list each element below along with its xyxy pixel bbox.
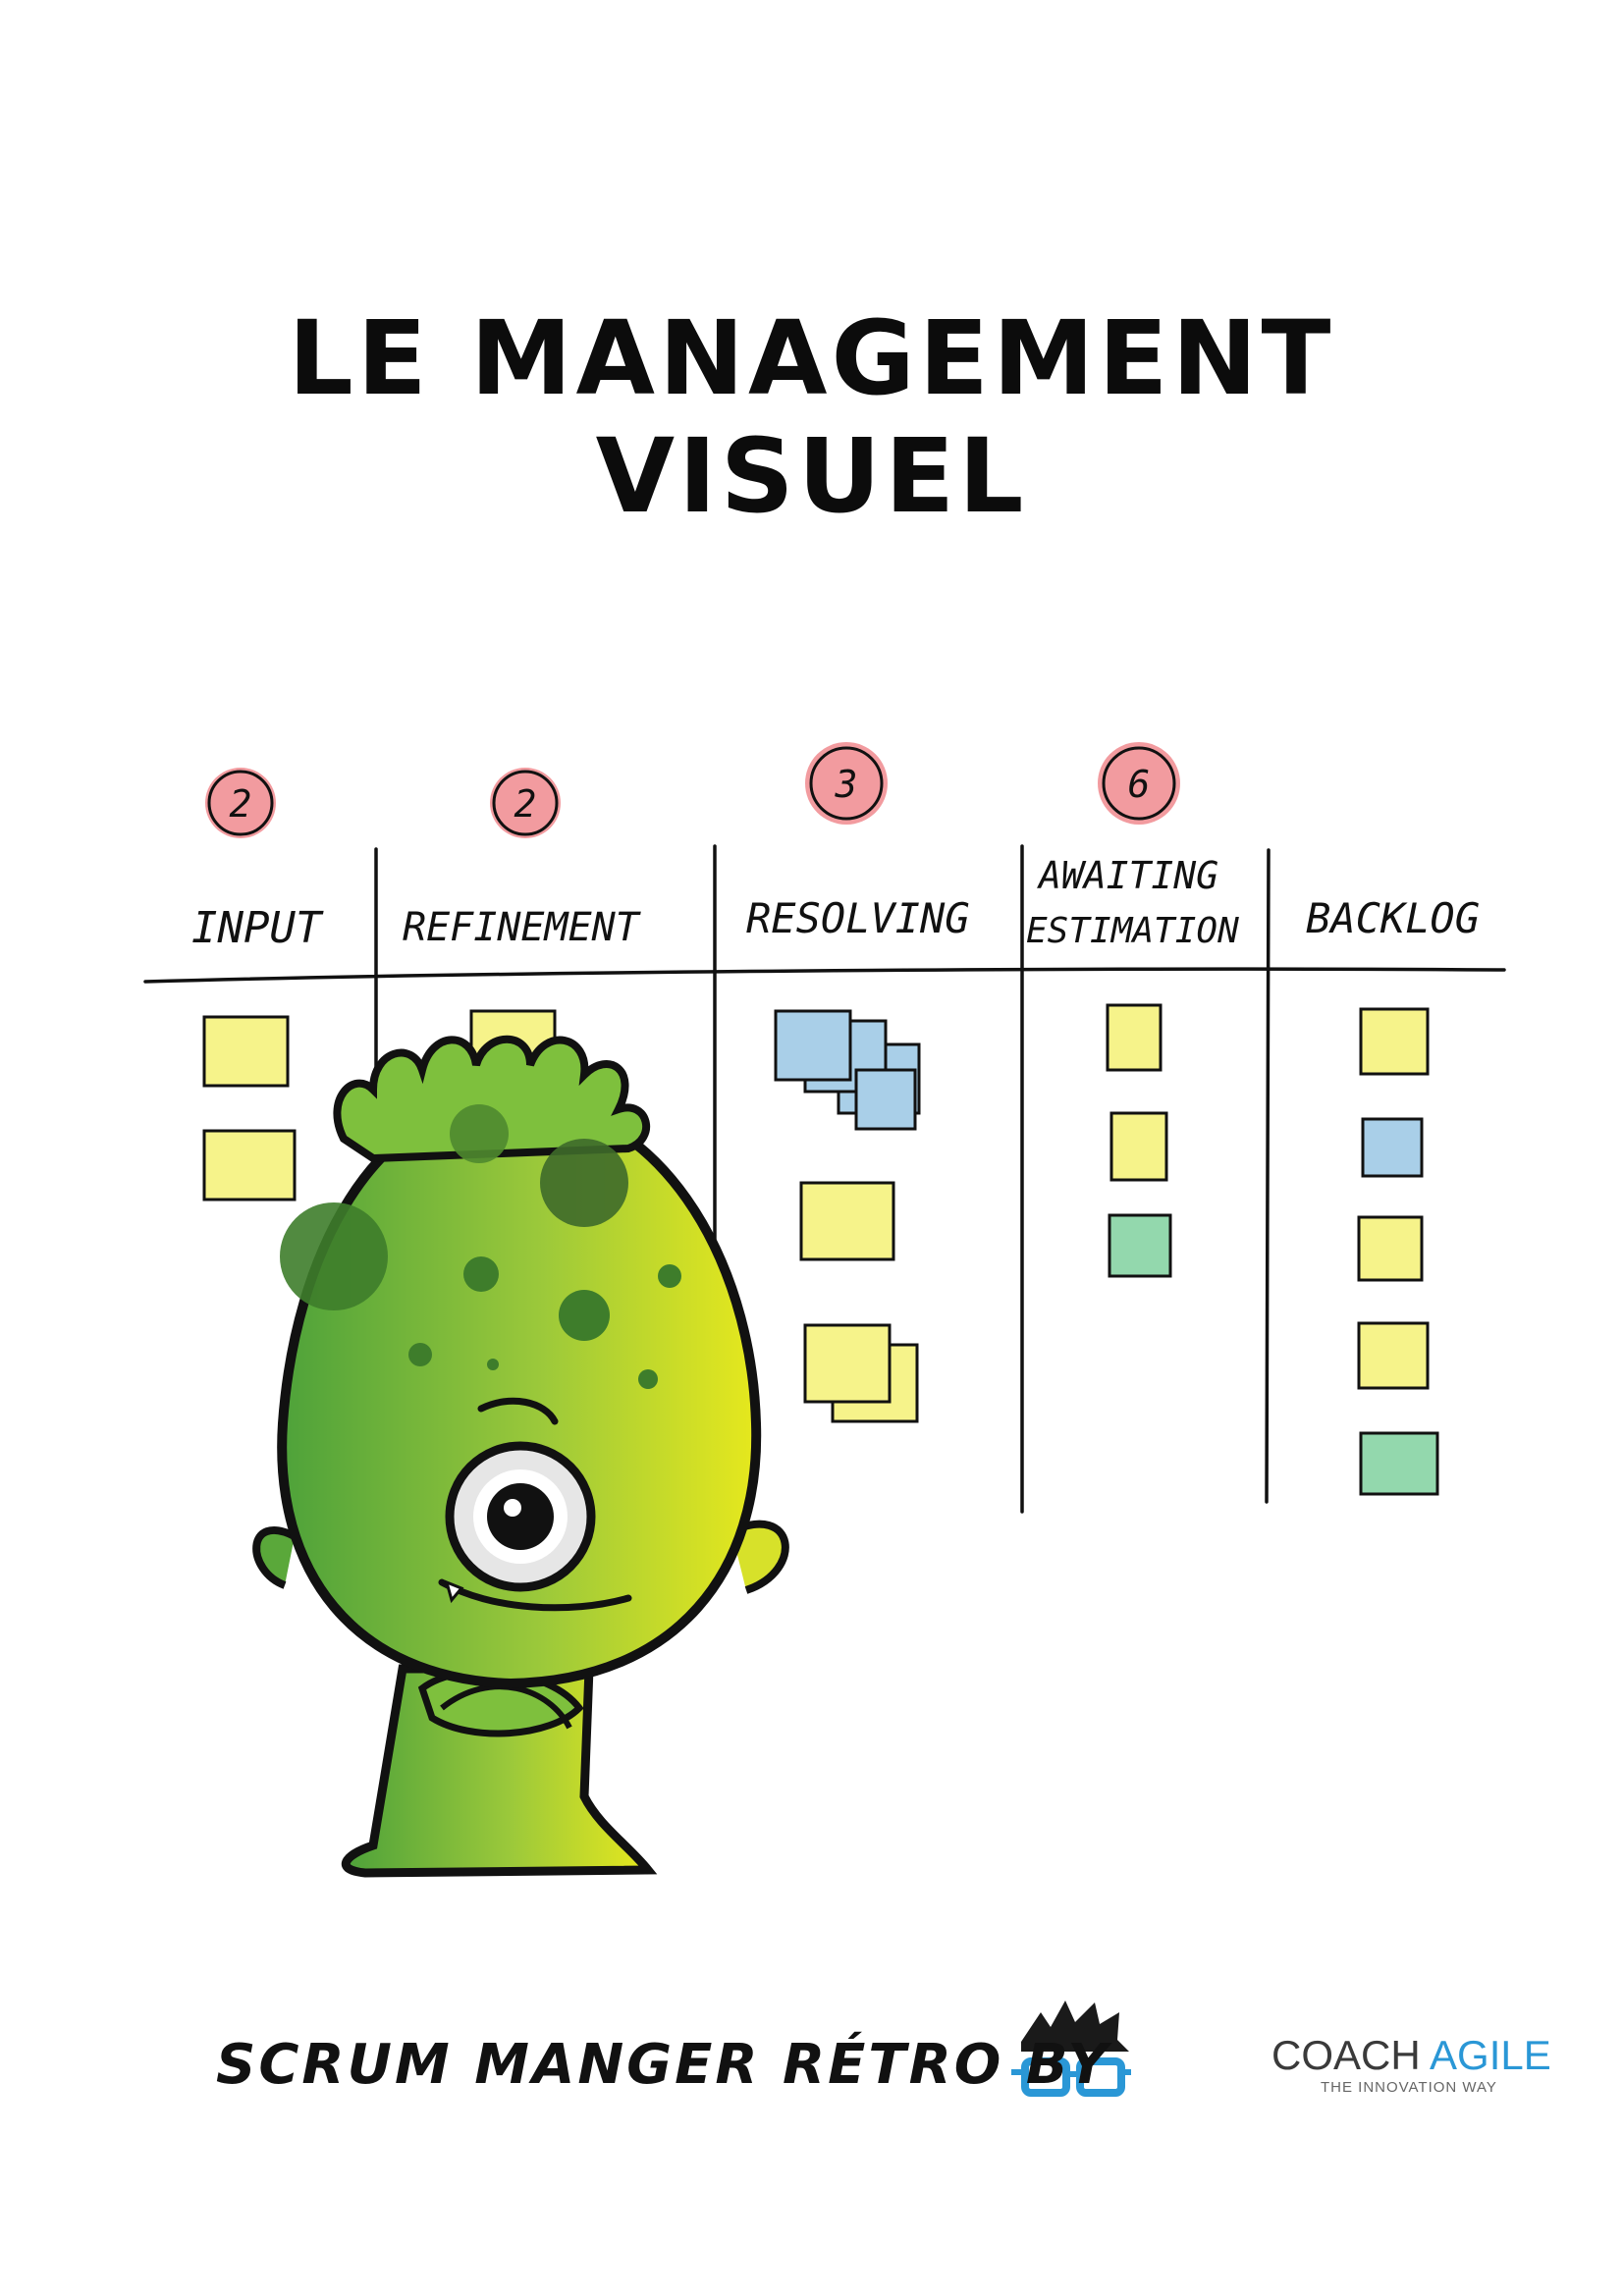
wip-input-value: 2 <box>230 782 252 826</box>
column-label-awaiting-1: AWAITING <box>1037 854 1218 897</box>
title-line-1: LE MANAGEMENT <box>288 298 1335 418</box>
sticky-note-yellow <box>1357 1321 1430 1390</box>
sticky-note-green <box>1108 1213 1172 1278</box>
footer: SCRUM MANGER RÉTRO BY COACH AGILE THE IN… <box>216 2010 1551 2118</box>
brand-name-part-1: COACH <box>1271 2031 1431 2078</box>
column-label-resolving: RESOLVING <box>746 894 970 942</box>
column-label-refinement: REFINEMENT <box>403 905 642 950</box>
sticky-note-blue <box>774 1009 852 1082</box>
sticky-note-yellow <box>202 1015 290 1088</box>
brand-name: COACH AGILE <box>1271 2031 1551 2078</box>
monster-mascot <box>252 1035 789 1878</box>
sticky-note-yellow <box>799 1181 895 1261</box>
wip-refinement-value: 2 <box>514 782 537 826</box>
sticky-note-yellow <box>202 1129 297 1201</box>
sticky-note-yellow <box>1359 1007 1430 1076</box>
column-label-awaiting-2: ESTIMATION <box>1026 911 1239 951</box>
wip-limit-resolving: 3 <box>805 742 888 825</box>
sticky-note-yellow <box>1357 1215 1424 1282</box>
column-label-input: INPUT <box>191 903 324 953</box>
coach-agile-logo-icon <box>1011 2001 1131 2097</box>
monster-eye <box>445 1397 596 1592</box>
wip-limit-input: 2 <box>205 768 276 838</box>
sticky-notes <box>202 1003 1439 1496</box>
wip-awaiting-value: 6 <box>1128 763 1151 806</box>
sticky-note-green <box>1359 1431 1439 1496</box>
sticky-note-blue <box>854 1068 917 1131</box>
column-label-backlog: BACKLOG <box>1306 894 1480 942</box>
sticky-note-yellow <box>1106 1003 1163 1072</box>
tagline: SCRUM MANGER RÉTRO BY <box>216 2032 1110 2097</box>
coach-agile-logo: COACH AGILE THE INNOVATION WAY <box>1136 2010 1551 2118</box>
brand-subtitle: THE INNOVATION WAY <box>1320 2078 1497 2096</box>
logo-icon-space <box>1136 2010 1264 2118</box>
wip-resolving-value: 3 <box>835 763 858 806</box>
sticky-note-blue <box>1361 1117 1424 1178</box>
logo-text: COACH AGILE THE INNOVATION WAY <box>1271 2031 1551 2096</box>
page-title: LE MANAGEMENT VISUEL <box>0 299 1623 535</box>
brand-name-part-2: AGILE <box>1430 2031 1551 2078</box>
sticky-note-yellow <box>803 1323 892 1404</box>
title-line-2: VISUEL <box>595 416 1028 536</box>
sticky-note-yellow <box>1109 1111 1168 1182</box>
wip-limit-refinement: 2 <box>490 768 561 838</box>
wip-limit-awaiting: 6 <box>1098 742 1180 825</box>
